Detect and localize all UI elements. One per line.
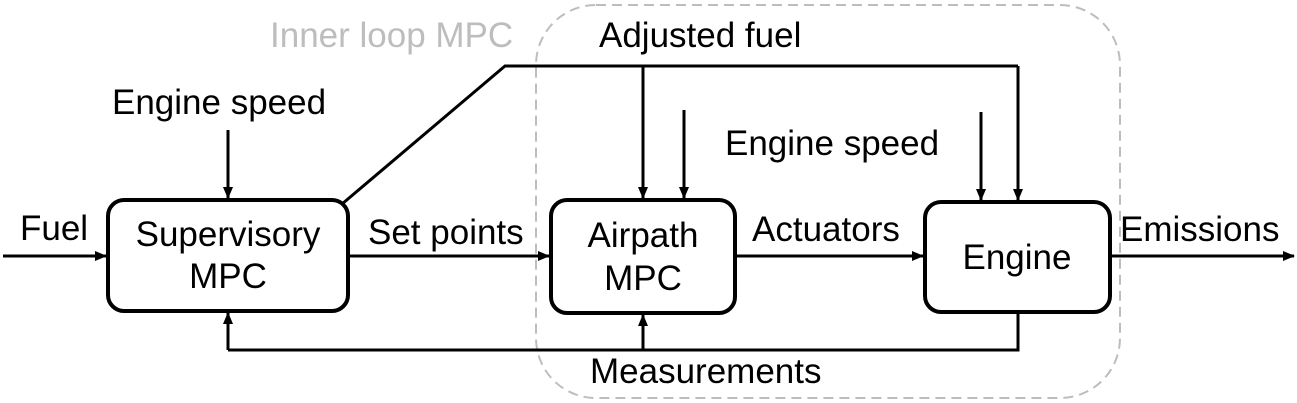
emissions-label: Emissions: [1120, 210, 1279, 249]
actuators-label: Actuators: [752, 210, 900, 249]
inner-loop-group: [535, 4, 1121, 399]
measurements-feedback-line: [228, 314, 1020, 352]
airpath-mpc-block: [549, 198, 737, 315]
supervisory-mpc-label-line1: Supervisory: [136, 215, 321, 254]
engine-label: Engine: [963, 238, 1072, 277]
inner-loop-label: Inner loop MPC: [270, 16, 513, 55]
engine-speed-engine-label: Engine speed: [725, 124, 939, 163]
airpath-mpc-label-line2: MPC: [604, 259, 682, 298]
adjusted-fuel-label: Adjusted fuel: [599, 16, 801, 55]
set-points-label: Set points: [368, 213, 524, 252]
supervisory-mpc-label-line2: MPC: [189, 257, 267, 296]
airpath-mpc-label-line1: Airpath: [588, 216, 699, 255]
measurements-label: Measurements: [590, 352, 821, 391]
engine-speed-supervisory-label: Engine speed: [112, 83, 326, 122]
fuel-label: Fuel: [20, 209, 88, 248]
supervisory-mpc-block: [106, 198, 350, 313]
adjusted-fuel-line: [341, 64, 1018, 206]
engine-block: [923, 200, 1112, 314]
